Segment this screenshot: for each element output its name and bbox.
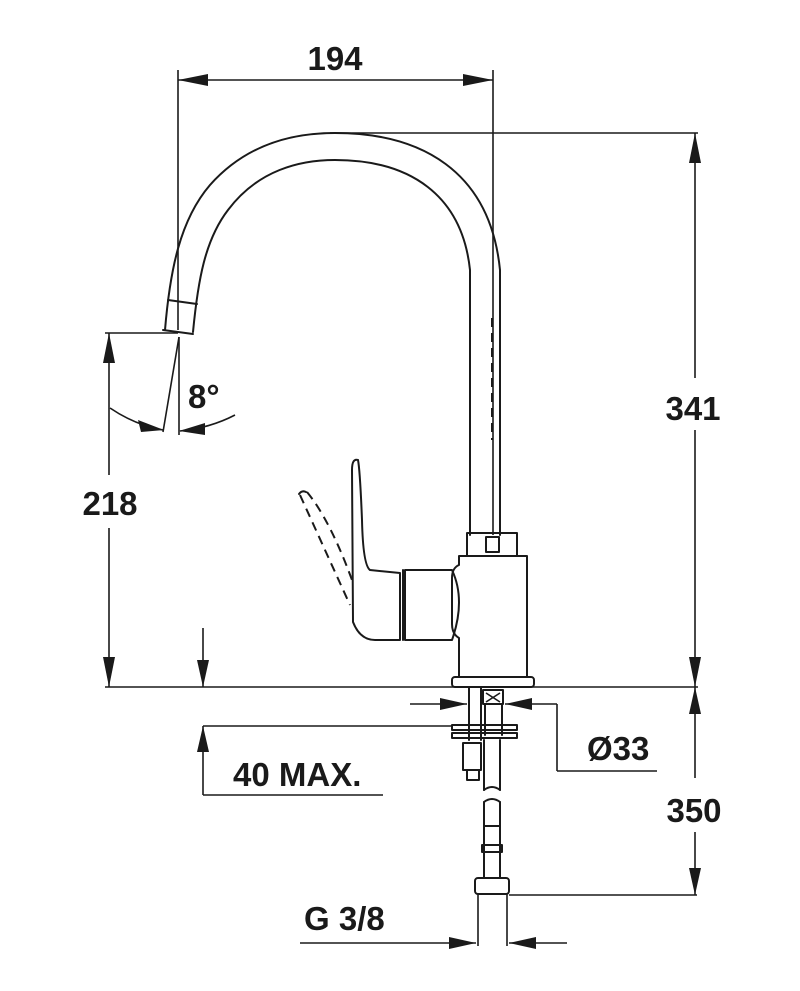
label-spout-angle: 8°	[188, 378, 220, 415]
label-spout-reach: 194	[307, 40, 363, 77]
label-countertop-thickness: 40 MAX.	[233, 756, 361, 793]
arrow-down-icon	[197, 660, 209, 687]
label-connection-thread: G 3/8	[304, 900, 385, 937]
dimension-outlet-height: 218	[82, 332, 209, 687]
arrow-left-icon	[505, 698, 532, 710]
arrow-right-icon	[449, 937, 476, 949]
arrow-down-icon	[103, 657, 115, 687]
label-outlet-height: 218	[82, 485, 137, 522]
dimension-hose-length: 350	[509, 687, 722, 896]
arrow-up-icon	[103, 333, 115, 363]
dimension-spout-reach: 194	[177, 40, 494, 535]
dimension-hole-diameter: Ø33	[410, 698, 657, 772]
label-total-height: 341	[665, 390, 720, 427]
hose-connector	[474, 877, 510, 895]
faucet-body	[298, 458, 535, 688]
label-hole-diameter: Ø33	[587, 730, 649, 767]
dimension-connection-thread: G 3/8	[300, 894, 567, 949]
dimension-countertop-thickness: 40 MAX.	[197, 725, 452, 796]
arrow-up-icon	[689, 687, 701, 714]
arrow-down-icon	[689, 657, 701, 687]
faucet-spout	[162, 132, 501, 536]
arrow-left-icon	[509, 937, 536, 949]
dimension-total-height: 341	[330, 132, 721, 687]
arrow-down-icon	[689, 868, 701, 895]
arrow-right-icon	[463, 74, 493, 86]
mounting-assembly	[451, 686, 518, 895]
arrow-left-icon	[178, 74, 208, 86]
arrow-icon	[138, 420, 164, 432]
arrow-right-icon	[440, 698, 467, 710]
label-hose-length: 350	[666, 792, 721, 829]
arrow-up-icon	[689, 133, 701, 163]
hose-ring	[481, 844, 503, 853]
arrow-up-icon	[197, 726, 209, 752]
arrow-icon	[179, 423, 205, 435]
dimension-spout-angle: 8°	[109, 336, 236, 435]
